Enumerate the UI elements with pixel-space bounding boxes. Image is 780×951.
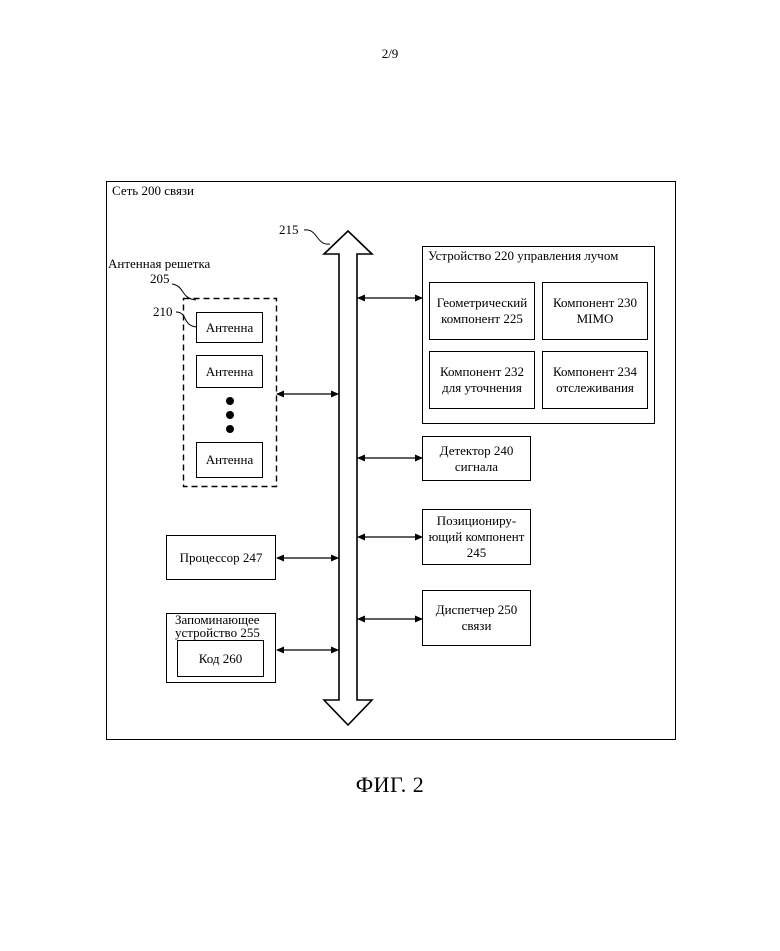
bus-ref: 215 [279, 222, 299, 237]
antenna-dot [226, 397, 234, 405]
bus-ref-leader [304, 230, 330, 244]
signal-detector-box: Детектор 240 сигнала [422, 436, 531, 481]
bus-215 [324, 231, 372, 725]
code-box: Код 260 [177, 640, 264, 677]
antenna-dot [226, 425, 234, 433]
antenna-dot [226, 411, 234, 419]
antenna-ref: 210 [153, 304, 173, 319]
positioning-component-box: Позициониру- ющий компонент 245 [422, 509, 531, 565]
memory-label: Запоминающее устройство 255 [175, 613, 260, 639]
antenna-array-ref-leader [172, 284, 196, 300]
antenna-box: Антенна [196, 355, 263, 388]
comm-manager-box: Диспетчер 250 связи [422, 590, 531, 646]
mimo-component-box: Компонент 230 MIMO [542, 282, 648, 340]
beam-manager-label: Устройство 220 управления лучом [428, 248, 618, 263]
figure-caption: ФИГ. 2 [0, 772, 780, 798]
tracking-component-box: Компонент 234 отслеживания [542, 351, 648, 409]
antenna-box: Антенна [196, 442, 263, 478]
geometric-component-box: Геометрический компонент 225 [429, 282, 535, 340]
antenna-array-ref: 205 [150, 271, 170, 286]
refinement-component-box: Компонент 232 для уточнения [429, 351, 535, 409]
processor-box: Процессор 247 [166, 535, 276, 580]
antenna-ref-leader [176, 312, 197, 327]
antenna-box: Антенна [196, 312, 263, 343]
antenna-array-label: Антенная решетка [108, 256, 210, 271]
